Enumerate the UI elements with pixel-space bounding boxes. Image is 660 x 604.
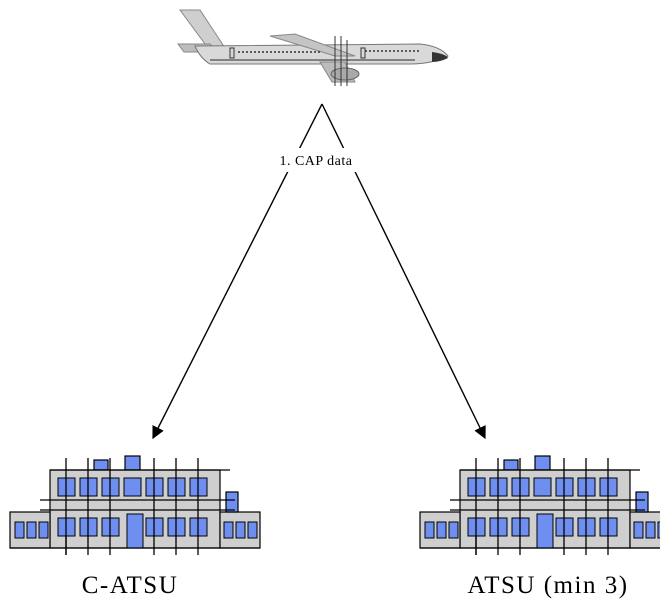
cap-data-label: 1. CAP data <box>279 154 352 169</box>
building-icon <box>419 455 660 556</box>
station-label-c-atsu: C-ATSU <box>82 572 179 599</box>
building-icon <box>9 455 261 556</box>
airplane-icon <box>177 9 449 86</box>
station-label-atsu: ATSU (min 3) <box>467 572 628 599</box>
